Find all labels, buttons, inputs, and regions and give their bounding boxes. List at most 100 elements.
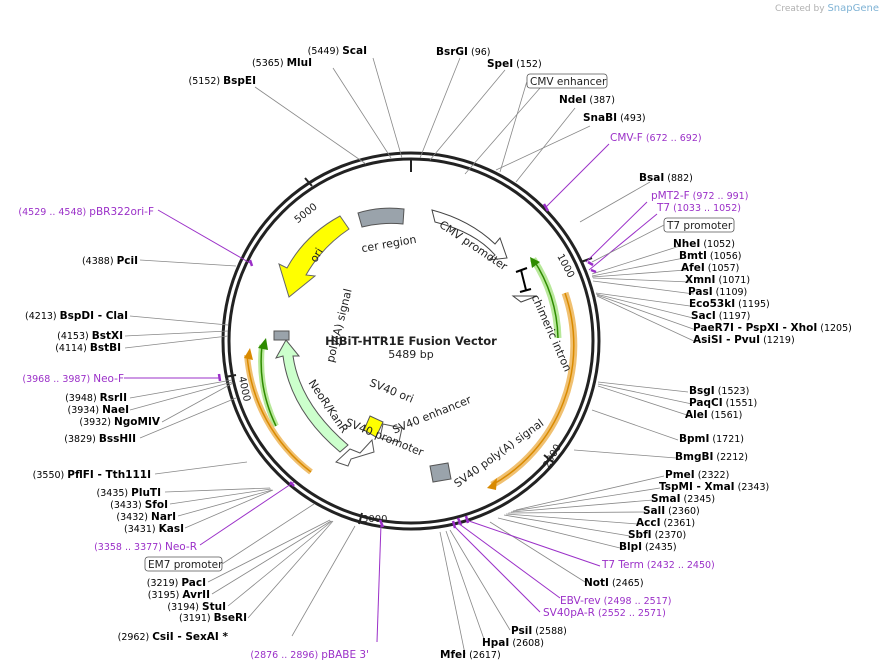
site-label: (4153) BstXI xyxy=(57,330,123,342)
site-label: (5365) MluI xyxy=(252,57,312,69)
site-position: (2370) xyxy=(652,530,687,541)
primer-label: CMV-F (672 .. 692) xyxy=(610,132,702,144)
polya-label: poly(A) signal xyxy=(324,287,355,363)
site-name: AfeI xyxy=(681,262,705,274)
site-name: NarI xyxy=(151,511,176,523)
site-position: (1052) xyxy=(700,239,735,250)
chimeric-intron-arrow xyxy=(511,295,538,303)
site-name: XmnI xyxy=(685,274,715,286)
site-name: HpaI xyxy=(482,637,509,649)
ori-arrow xyxy=(278,215,350,298)
site-label: (3433) SfoI xyxy=(110,499,168,511)
site-position: (2608) xyxy=(509,638,544,649)
site-position: (2588) xyxy=(532,626,567,637)
site-name: PmeI xyxy=(665,469,695,481)
site-position: (3932) xyxy=(79,417,114,428)
ori-label: ori xyxy=(307,246,326,265)
site-position: (3934) xyxy=(67,405,102,416)
primer-range: (672 .. 692) xyxy=(643,133,702,144)
site-position: (2322) xyxy=(695,470,730,481)
site-position: (3191) xyxy=(179,613,214,624)
site-position: (4213) xyxy=(25,311,60,322)
site-name: BlpI xyxy=(619,541,642,553)
cer-region-block xyxy=(357,207,405,228)
site-name: NdeI xyxy=(559,94,586,106)
site-position: (2617) xyxy=(466,650,501,661)
site-position: (3829) xyxy=(64,434,99,445)
site-label: HpaI (2608) xyxy=(482,637,544,649)
site-label: SpeI (152) xyxy=(487,58,542,70)
site-position: (3219) xyxy=(147,578,182,589)
site-name: BmgBI xyxy=(675,451,713,463)
site-position: (3550) xyxy=(33,470,68,481)
cer-region-label: cer region xyxy=(360,233,417,255)
site-position: (2465) xyxy=(609,578,644,589)
primer-label: pMT2-F (972 .. 991) xyxy=(651,190,748,202)
primer-label: EBV-rev (2498 .. 2517) xyxy=(560,595,672,607)
site-position: (4114) xyxy=(55,343,90,354)
site-name: PciI xyxy=(117,255,138,267)
site-name: BmtI xyxy=(679,250,707,262)
site-label: (3948) RsrII xyxy=(65,392,127,404)
site-position: (3431) xyxy=(124,524,159,535)
site-label: PaqCI (1551) xyxy=(689,397,757,409)
site-name: AsiSI - PvuI xyxy=(693,334,760,346)
site-label: (4114) BstBI xyxy=(55,342,121,354)
site-name: NgoMIV xyxy=(114,416,161,428)
site-label: AccI (2361) xyxy=(636,517,695,529)
site-position: (493) xyxy=(617,113,646,124)
site-name: BstXI xyxy=(92,330,123,342)
site-label: BmtI (1056) xyxy=(679,250,741,262)
primer-label: SV40pA-R (2552 .. 2571) xyxy=(543,607,666,619)
sv40-promoter-arrow xyxy=(335,438,375,467)
tick-label-4000: 4000 xyxy=(236,375,252,402)
site-label: (2962) CsiI - SexAI * xyxy=(118,631,229,643)
site-position: (4388) xyxy=(82,256,117,267)
site-position: (2212) xyxy=(713,452,748,463)
primer-range: (3358 .. 3377) xyxy=(94,542,165,553)
site-position: (2343) xyxy=(735,482,770,493)
site-name: BsgI xyxy=(689,385,715,397)
site-position: (5365) xyxy=(252,58,287,69)
site-name: BseRI xyxy=(214,612,247,624)
site-name: BspDI - ClaI xyxy=(60,310,128,322)
credit-brand: SnapGene xyxy=(827,3,879,14)
primer-name: Neo-R xyxy=(165,541,197,553)
site-label: (3932) NgoMIV xyxy=(79,416,160,428)
site-name: PsiI xyxy=(511,625,532,637)
site-label: (3435) PluTI xyxy=(97,487,161,499)
site-position: (1551) xyxy=(723,398,758,409)
site-name: SnaBI xyxy=(583,112,617,124)
site-name: StuI xyxy=(202,601,226,613)
site-position: (3195) xyxy=(148,590,183,601)
site-name: BpmI xyxy=(679,433,709,445)
site-label: BsaI (882) xyxy=(639,172,693,184)
site-label: SnaBI (493) xyxy=(583,112,646,124)
site-label: (3191) BseRI xyxy=(179,612,247,624)
plasmid-size: 5489 bp xyxy=(388,348,433,361)
t7-promoter-label: T7 promoter xyxy=(666,220,733,232)
site-label: PsiI (2588) xyxy=(511,625,567,637)
site-label: AfeI (1057) xyxy=(681,262,739,274)
site-position: (152) xyxy=(513,59,542,70)
site-name: NheI xyxy=(673,238,700,250)
site-position: (5152) xyxy=(189,76,224,87)
primer-label: (4529 .. 4548) pBR322ori-F xyxy=(18,206,154,218)
site-name: AvrII xyxy=(182,589,210,601)
site-position: (3194) xyxy=(167,602,202,613)
site-label: PmeI (2322) xyxy=(665,469,729,481)
site-position: (3948) xyxy=(65,393,100,404)
site-position: (1071) xyxy=(715,275,750,286)
sv40-ori-label: SV40 ori xyxy=(368,376,416,405)
primer-name: T7 xyxy=(656,202,670,214)
site-position: (5449) xyxy=(308,46,343,57)
site-position: (1561) xyxy=(708,410,743,421)
site-label: (5449) ScaI xyxy=(308,45,367,57)
orf-orange-head xyxy=(487,478,497,490)
site-label: (3431) KasI xyxy=(124,523,184,535)
site-position: (1219) xyxy=(760,335,795,346)
site-name: AccI xyxy=(636,517,660,529)
cmv-promoter-arrow xyxy=(431,209,508,261)
site-name: TspMI - XmaI xyxy=(659,481,735,493)
site-name: SpeI xyxy=(487,58,513,70)
